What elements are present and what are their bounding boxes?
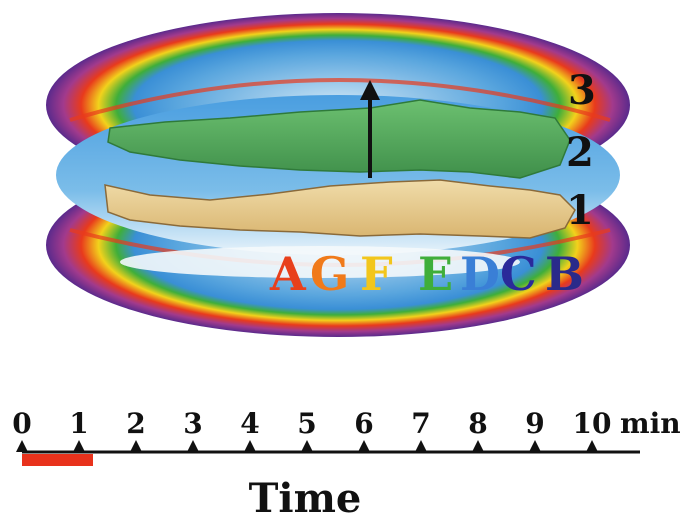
letter-b: B: [545, 247, 584, 301]
tick-mark-2: [130, 440, 142, 452]
tick-label-6: 6: [354, 407, 373, 440]
tick-label-9: 9: [525, 407, 544, 440]
tick-mark-10: [586, 440, 598, 452]
tick-mark-4: [244, 440, 256, 452]
timeline: 0 1 2 3 4 5 6 7 8 9 10 min Time: [12, 407, 680, 522]
tick-mark-0: [16, 440, 28, 452]
tick-mark-8: [472, 440, 484, 452]
tick-label-1: 1: [69, 407, 88, 440]
tick-label-8: 8: [468, 407, 487, 440]
letter-a: A: [269, 247, 307, 301]
tick-label-0: 0: [12, 407, 31, 440]
rising-arrow: [360, 80, 380, 178]
layer-label-1: 1: [566, 187, 594, 234]
letter-d: D: [460, 247, 500, 301]
tick-mark-7: [415, 440, 427, 452]
tick-mark-3: [187, 440, 199, 452]
tick-label-5: 5: [297, 407, 316, 440]
tick-label-2: 2: [126, 407, 145, 440]
timeline-highlight: [22, 454, 93, 466]
letter-e: E: [418, 247, 453, 301]
letter-g: G: [310, 247, 349, 301]
tick-mark-9: [529, 440, 541, 452]
tick-mark-5: [301, 440, 313, 452]
tick-label-3: 3: [183, 407, 202, 440]
tick-mark-1: [73, 440, 85, 452]
physical-body: [104, 179, 576, 239]
tick-label-7: 7: [411, 407, 430, 440]
layer-label-3: 3: [568, 67, 596, 114]
letter-f: F: [360, 247, 393, 301]
layer-label-2: 2: [566, 129, 594, 176]
letter-c: C: [500, 247, 537, 301]
timeline-unit: min: [620, 407, 681, 440]
floor-glow: [120, 246, 520, 278]
astral-body: [107, 99, 571, 179]
tick-mark-6: [358, 440, 370, 452]
tick-label-10: 10: [573, 407, 612, 440]
tick-label-4: 4: [240, 407, 259, 440]
timeline-title: Time: [249, 475, 362, 522]
